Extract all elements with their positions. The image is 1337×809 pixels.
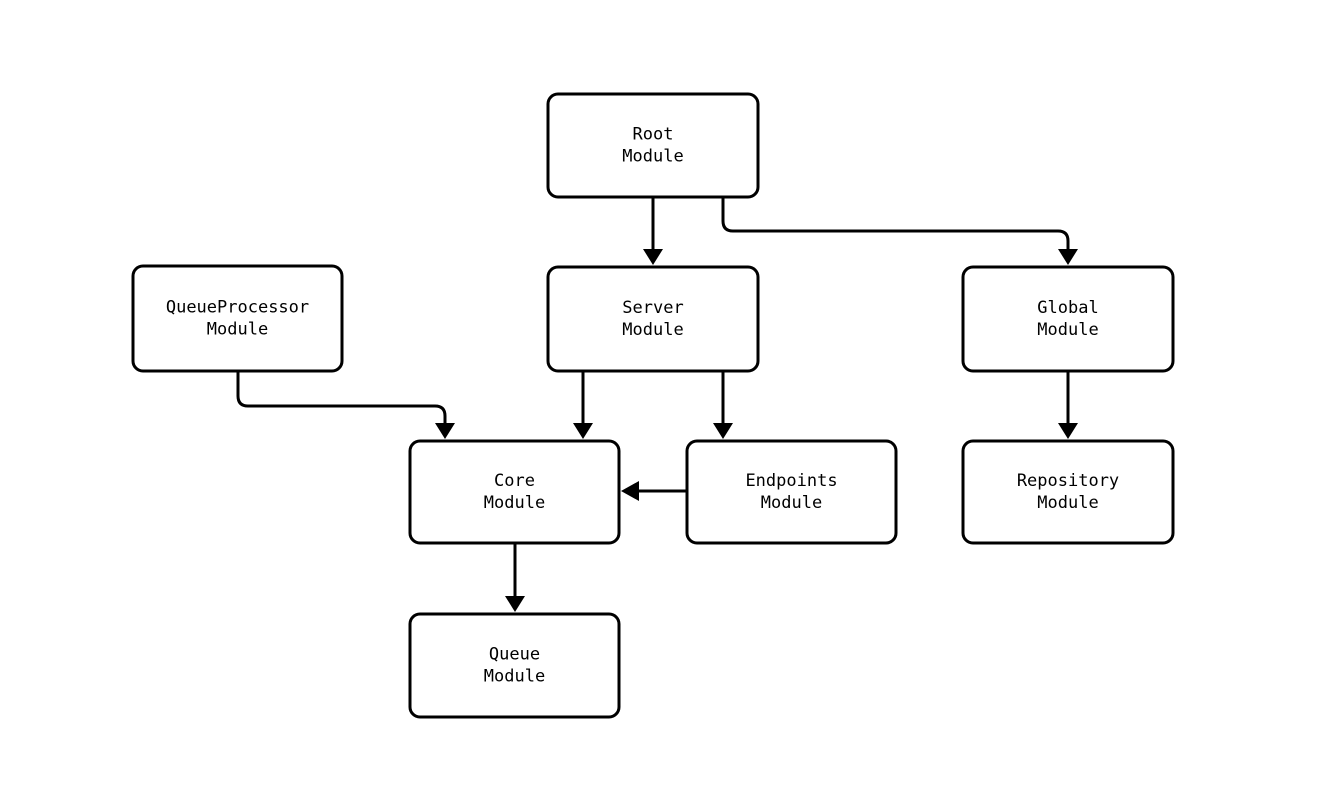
edge-global-to-repository xyxy=(1058,371,1078,439)
node-endpoints-module[interactable]: Endpoints Module xyxy=(685,439,898,545)
arrowhead-icon xyxy=(643,249,663,265)
node-box[interactable] xyxy=(131,264,344,373)
node-label-line1: QueueProcessor xyxy=(166,298,309,318)
node-box[interactable] xyxy=(408,439,621,545)
node-box[interactable] xyxy=(961,265,1175,373)
node-label-line1: Queue xyxy=(489,645,540,665)
node-box[interactable] xyxy=(546,265,760,373)
node-label-line1: Global xyxy=(1037,298,1098,318)
node-box[interactable] xyxy=(408,612,621,719)
node-repository-module[interactable]: Repository Module xyxy=(961,439,1175,545)
node-label-line2: Module xyxy=(1037,320,1098,340)
arrowhead-icon xyxy=(435,423,455,439)
edge-endpoints-to-core xyxy=(621,481,687,501)
edge-line xyxy=(721,197,1070,251)
node-queueprocessor-module[interactable]: QueueProcessor Module xyxy=(131,264,344,373)
arrowhead-icon xyxy=(713,423,733,439)
edge-root-to-server xyxy=(643,197,663,265)
arrowhead-icon xyxy=(621,481,639,501)
node-label-line2: Module xyxy=(622,320,683,340)
node-layer: Root Module QueueProcessor Module Server… xyxy=(131,92,1175,719)
edge-server-to-endpoints xyxy=(713,371,733,439)
edge-queueprocessor-to-core xyxy=(236,371,455,439)
node-label-line2: Module xyxy=(1037,493,1098,513)
node-root-module[interactable]: Root Module xyxy=(546,92,760,199)
arrowhead-icon xyxy=(573,423,593,439)
node-box[interactable] xyxy=(685,439,898,545)
node-box[interactable] xyxy=(961,439,1175,545)
edge-core-to-queue xyxy=(505,543,525,612)
edge-line xyxy=(236,371,447,425)
node-label-line1: Server xyxy=(622,298,683,318)
node-label-line1: Core xyxy=(494,471,535,491)
node-core-module[interactable]: Core Module xyxy=(408,439,621,545)
edge-server-to-core xyxy=(573,371,593,439)
arrowhead-icon xyxy=(1058,249,1078,265)
node-label-line2: Module xyxy=(484,493,545,513)
node-global-module[interactable]: Global Module xyxy=(961,265,1175,373)
node-server-module[interactable]: Server Module xyxy=(546,265,760,373)
edge-layer xyxy=(236,197,1078,612)
node-queue-module[interactable]: Queue Module xyxy=(408,612,621,719)
node-label-line1: Endpoints xyxy=(745,471,837,491)
node-label-line2: Module xyxy=(622,147,683,167)
edge-root-to-global xyxy=(721,197,1078,265)
node-box[interactable] xyxy=(546,92,760,199)
arrowhead-icon xyxy=(505,596,525,612)
node-label-line2: Module xyxy=(207,320,268,340)
node-label-line2: Module xyxy=(761,493,822,513)
node-label-line2: Module xyxy=(484,667,545,687)
node-label-line1: Root xyxy=(633,125,674,145)
node-label-line1: Repository xyxy=(1017,471,1119,491)
arrowhead-icon xyxy=(1058,423,1078,439)
